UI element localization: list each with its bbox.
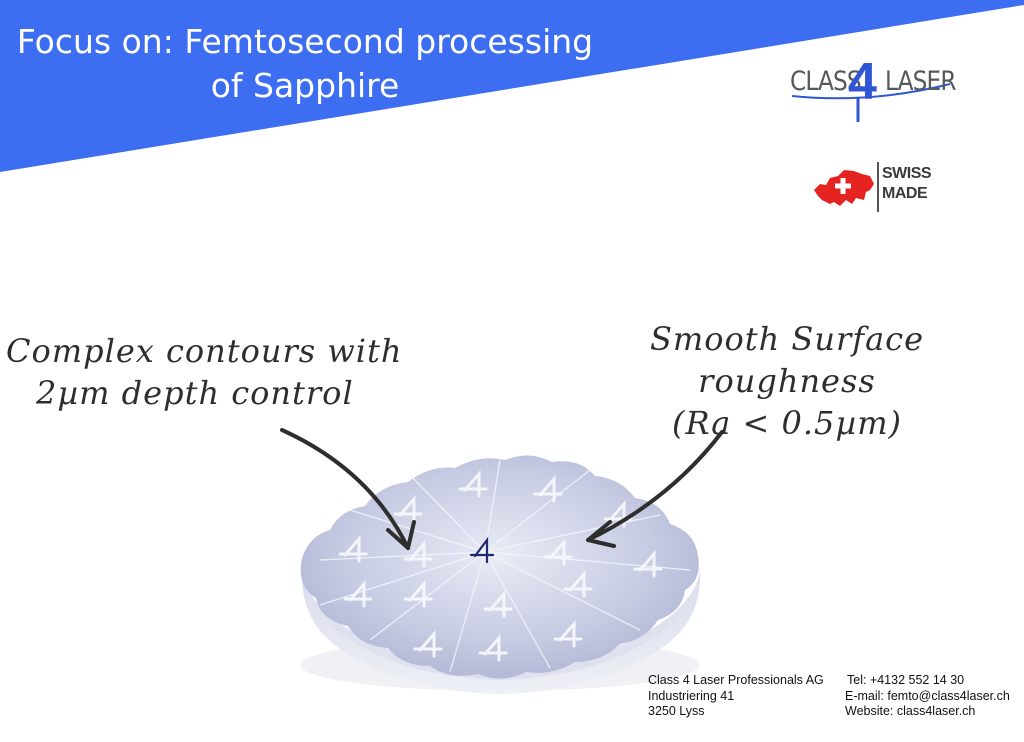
- footer-address: Class 4 Laser Professionals AG Industrie…: [648, 673, 824, 720]
- curved-arrow-icon: [586, 430, 724, 542]
- sapphire-part-image: [300, 455, 700, 694]
- annotation-contours-line-2: 2µm depth control: [36, 374, 354, 412]
- annotation-contours-line-1: Complex contours with: [6, 332, 403, 370]
- curved-arrow-icon: [280, 428, 410, 550]
- class4laser-logo: CLASS 4 LASER: [790, 53, 956, 126]
- annotation-roughness-line-2: (Ra < 0.5µm): [671, 404, 903, 442]
- title-banner: [0, 0, 1024, 172]
- annotation-roughness: Smooth Surface roughness (Ra < 0.5µm): [592, 318, 982, 444]
- footer-street: Industriering 41: [648, 688, 735, 703]
- footer-contact: Tel: +4132 552 14 30 E-mail: femto@class…: [845, 673, 1010, 720]
- footer-email[interactable]: E-mail: femto@class4laser.ch: [845, 688, 1010, 703]
- swiss-made-text: SWISS MADE: [882, 164, 932, 204]
- swiss-line-1: SWISS: [882, 165, 932, 182]
- switzerland-map-icon: [814, 170, 874, 206]
- annotation-roughness-line-1: Smooth Surface roughness: [649, 320, 925, 400]
- footer-city: 3250 Lyss: [648, 704, 705, 718]
- footer-website[interactable]: Website: class4laser.ch: [845, 704, 976, 718]
- logo-swoosh-icon: [791, 83, 951, 122]
- logo-digit: 4: [848, 53, 877, 111]
- logo-text-laser: LASER: [885, 66, 956, 97]
- swiss-divider: [877, 162, 879, 212]
- swiss-made-badge: SWISS MADE: [812, 160, 942, 216]
- annotation-contours: Complex contours with 2µm depth control: [6, 330, 402, 414]
- page-title: Focus on: Femtosecond processing of Sapp…: [0, 20, 610, 108]
- footer-company: Class 4 Laser Professionals AG: [648, 673, 824, 687]
- title-line-1: Focus on: Femtosecond processing: [16, 22, 594, 61]
- center-logo-icon: [469, 536, 495, 564]
- title-line-2: of Sapphire: [210, 66, 400, 105]
- logo-text-class: CLASS: [790, 66, 862, 97]
- swiss-line-2: MADE: [882, 185, 928, 202]
- footer-tel: Tel: +4132 552 14 30: [847, 673, 965, 687]
